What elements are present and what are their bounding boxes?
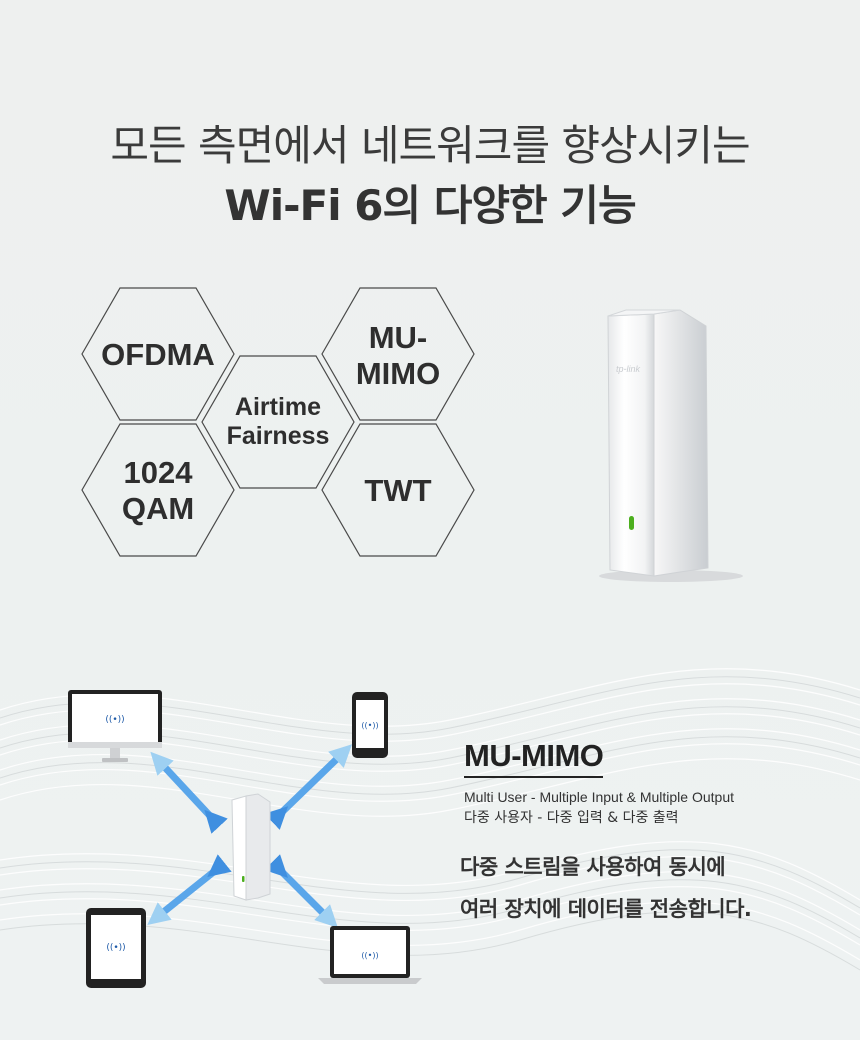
smartphone-icon: ((•)) [352,692,388,758]
center-access-point-icon [231,793,271,901]
mu-mimo-description-line2: 여러 장치에 데이터를 전송합니다. [460,897,752,921]
hex-label-airtime: Airtime Fairness [226,393,330,450]
page-headline-line2: Wi-Fi 6의 다양한 기능 [224,181,636,230]
monitor-icon: ((•)) [68,690,162,762]
hex-label-qam: 1024 QAM [121,455,195,526]
arrow-to-monitor [150,751,228,834]
page-headline-line1: 모든 측면에서 네트워크를 향상시키는 [110,121,750,170]
mu-mimo-diagram: ((•)) ((•)) ((•)) ((•)) [68,690,422,988]
product-logo: tp-link [616,364,641,374]
mu-mimo-description-line1: 다중 스트림을 사용하여 동시에 [460,855,726,879]
arrow-to-tablet [147,854,232,925]
led-indicator [629,516,634,530]
arrow-to-phone [264,744,353,830]
hex-label-ofdma: OFDMA [101,337,215,372]
hex-label-twt: TWT [364,473,432,508]
mu-mimo-title: MU-MIMO [464,738,604,778]
laptop-icon: ((•)) [318,926,422,984]
svg-text:((•)): ((•)) [106,943,125,953]
mu-mimo-subtitle-ko: 다중 사용자 - 다중 입력 & 다중 출력 [464,810,679,826]
hex-label-mu-mimo: MU- MIMO [355,320,441,391]
mu-mimo-subtitle-en: Multi User - Multiple Input & Multiple O… [464,789,734,805]
svg-text:((•)): ((•)) [105,715,124,725]
tablet-icon: ((•)) [86,908,146,988]
svg-text:((•)): ((•)) [361,721,378,730]
access-point-icon: tp-link [599,309,743,582]
svg-text:((•)): ((•)) [361,951,378,960]
arrow-to-laptop [264,854,338,928]
